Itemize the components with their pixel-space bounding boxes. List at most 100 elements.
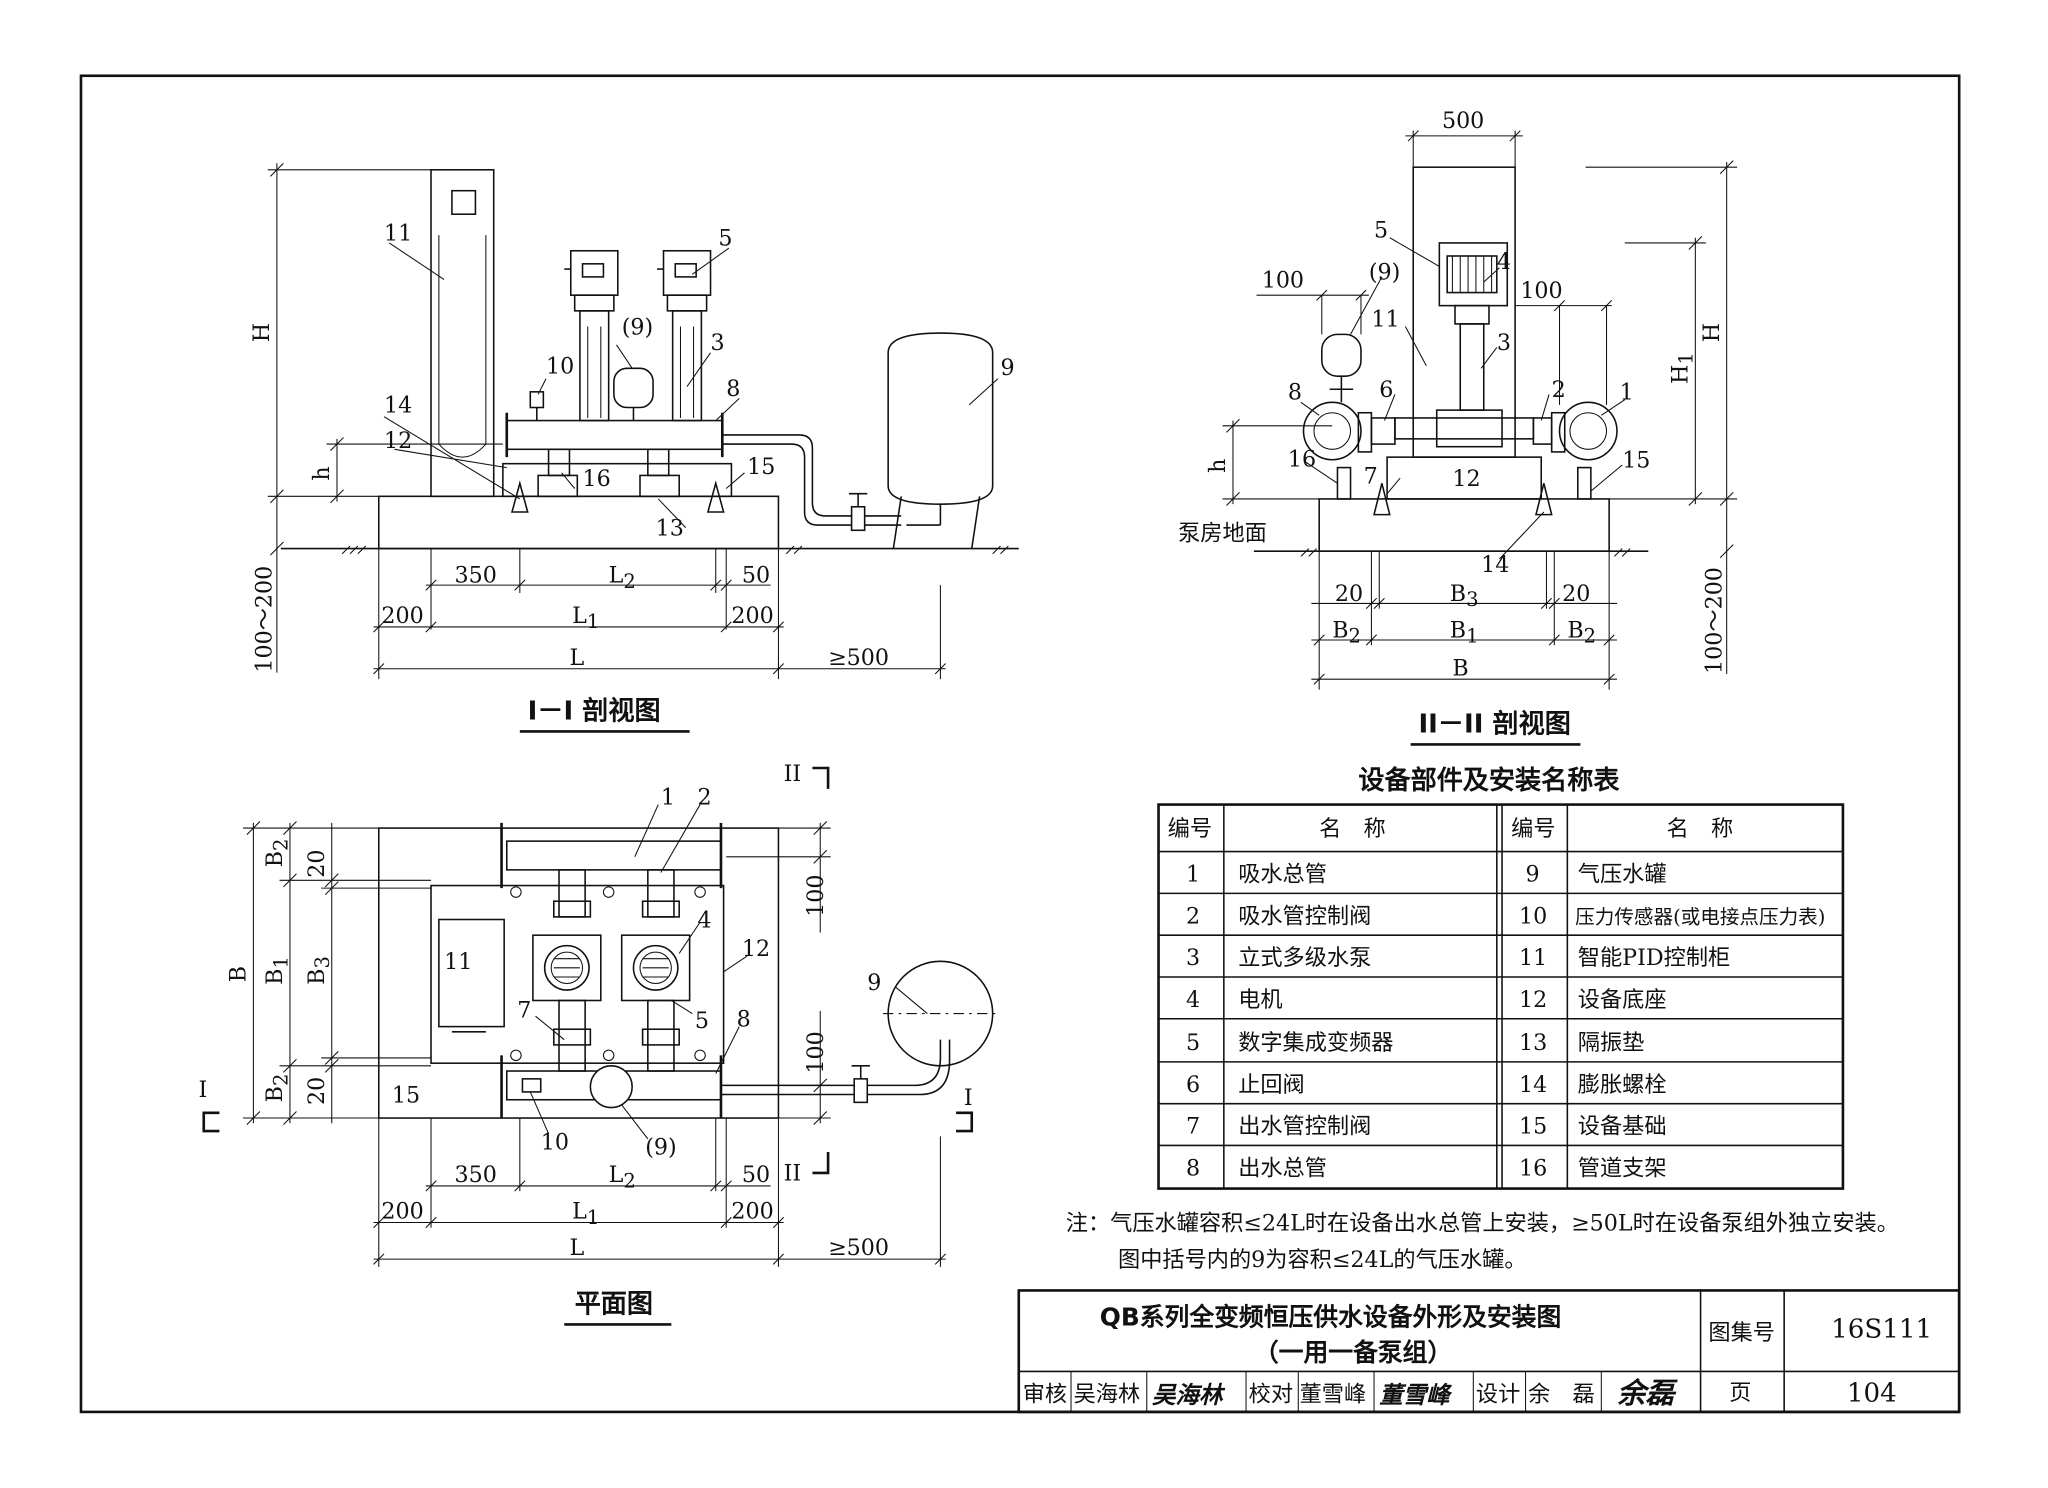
equipment-base [1386,456,1543,500]
pump-body [1459,323,1485,411]
designer-signature: 余磊 [1617,1376,1679,1410]
callout-11: 11 [1371,307,1399,333]
dim-L1: L1 [572,603,599,633]
svg-text:16: 16 [1519,1156,1547,1182]
checker-signature: 董雪峰 [1379,1381,1453,1409]
svg-text:13: 13 [1519,1030,1547,1056]
callout-4: 4 [1497,249,1511,275]
table-row: 7 出水管控制阀 15 设备基础 [1186,1114,1667,1140]
suction-valve [1532,417,1553,445]
section-ii-title: II－II 剖视图 [1418,709,1570,740]
callout-8: 8 [737,1007,751,1033]
svg-text:14: 14 [1519,1072,1547,1098]
svg-text:10: 10 [1519,903,1547,929]
dim-L: L [569,645,584,671]
small-pressure-tank [613,367,654,409]
pipe-support [1336,466,1352,500]
dim-B2-left: B2 [1332,617,1361,647]
frequency-converter [1438,242,1509,307]
svg-text:隔振垫: 隔振垫 [1578,1030,1645,1056]
section-mark-i-right: I [964,1085,973,1111]
equipment-base-plan [430,884,725,1064]
dim-B: B [226,966,252,982]
callout-15: 15 [392,1082,420,1108]
dim-B1: B1 [262,956,292,985]
svg-text:吸水管控制阀: 吸水管控制阀 [1238,903,1371,929]
dim-100-200: 100～200 [252,566,278,673]
dim-50: 50 [742,1162,770,1188]
tank-valve [850,505,866,532]
svg-text:吸水总管: 吸水总管 [1238,862,1327,888]
callout-14: 14 [384,393,412,419]
section-mark-ii-bottom: II [784,1161,802,1187]
equipment-foundation [1318,498,1610,552]
pump-left-plan [532,869,602,1072]
dim-B2-top: B2 [262,838,292,867]
pid-control-cabinet [1412,166,1516,458]
dim-100-left: 100 [1262,267,1304,293]
svg-text:7: 7 [1186,1114,1200,1140]
cabinet-door-outline [438,235,487,458]
cabinet-display [451,189,477,215]
suction-manifold-end [1558,401,1618,461]
callout-12: 12 [384,428,412,454]
designer-name: 余 磊 [1528,1381,1595,1407]
outlet-pipe [722,434,902,517]
callout-9p: (9) [622,314,653,340]
callout-1: 1 [661,785,675,811]
callout-12: 12 [1452,466,1480,492]
section-mark-i-left: I [199,1077,208,1103]
svg-text:9: 9 [1526,862,1540,888]
check-label: 校对 [1249,1381,1293,1407]
svg-text:5: 5 [1186,1030,1200,1056]
dim-200-left: 200 [381,603,423,629]
dim-200-right: 200 [731,1199,773,1225]
dim-50: 50 [742,563,770,589]
motor [1446,255,1498,294]
callout-6: 6 [1379,377,1393,403]
callout-15: 15 [1622,448,1650,474]
svg-text:1: 1 [1186,862,1200,888]
pump-left [564,249,619,422]
callout-15: 15 [747,454,775,480]
callout-14: 14 [1481,552,1509,578]
title-block: QB系列全变频恒压供水设备外形及安装图 （一用一备泵组） 图集号 16S111 … [1017,1289,1961,1414]
callout-13: 13 [656,516,684,542]
table-row: 3 立式多级水泵 11 智能PID控制柜 [1186,945,1730,971]
callout-5: 5 [695,1008,709,1034]
dim-H1: H1 [1668,352,1698,384]
dim-H: H [249,323,275,342]
parts-table: 设备部件及安装名称表 编号 名 称 编号 名 称 1 吸水总管 9 气压水罐 2 [1157,765,1845,1190]
anchor-bolt [1373,483,1391,516]
dim-L: L [569,1235,584,1261]
callout-10: 10 [546,354,574,380]
callout-4: 4 [697,907,711,933]
callout-2: 2 [1552,377,1566,403]
callout-1: 1 [1620,380,1634,406]
pressure-sensor [529,391,545,409]
drawing-subtitle: （一用一备泵组） [1254,1338,1452,1367]
dim-100-top: 100 [803,875,829,917]
svg-text:设备基础: 设备基础 [1578,1114,1667,1140]
svg-text:立式多级水泵: 立式多级水泵 [1238,945,1371,971]
suction-manifold-plan [505,840,722,871]
equipment-foundation-plan [377,827,780,1119]
dim-ge500: ≥500 [828,1235,889,1261]
pipe-support [547,448,571,477]
note-line-1: 注：气压水罐容积≤24L时在设备出水总管上安装，≥50L时在设备泵组外独立安装。 [1066,1210,1899,1236]
dim-B2-bottom: B2 [262,1074,292,1103]
dim-ge500: ≥500 [828,645,889,671]
small-pressure-tank-plan [589,1065,633,1109]
dim-500: 500 [1442,108,1484,134]
dim-100-bottom: 100 [803,1031,829,1073]
svg-text:数字集成变频器: 数字集成变频器 [1238,1030,1393,1056]
review-label: 审核 [1023,1381,1067,1407]
callout-8: 8 [726,376,740,402]
dim-B1: B1 [1450,617,1479,647]
dim-L2: L2 [609,1162,636,1192]
svg-text:出水管控制阀: 出水管控制阀 [1238,1114,1371,1140]
callout-3: 3 [1497,330,1511,356]
callout-10: 10 [541,1129,569,1155]
anchor-bolt [510,480,529,513]
